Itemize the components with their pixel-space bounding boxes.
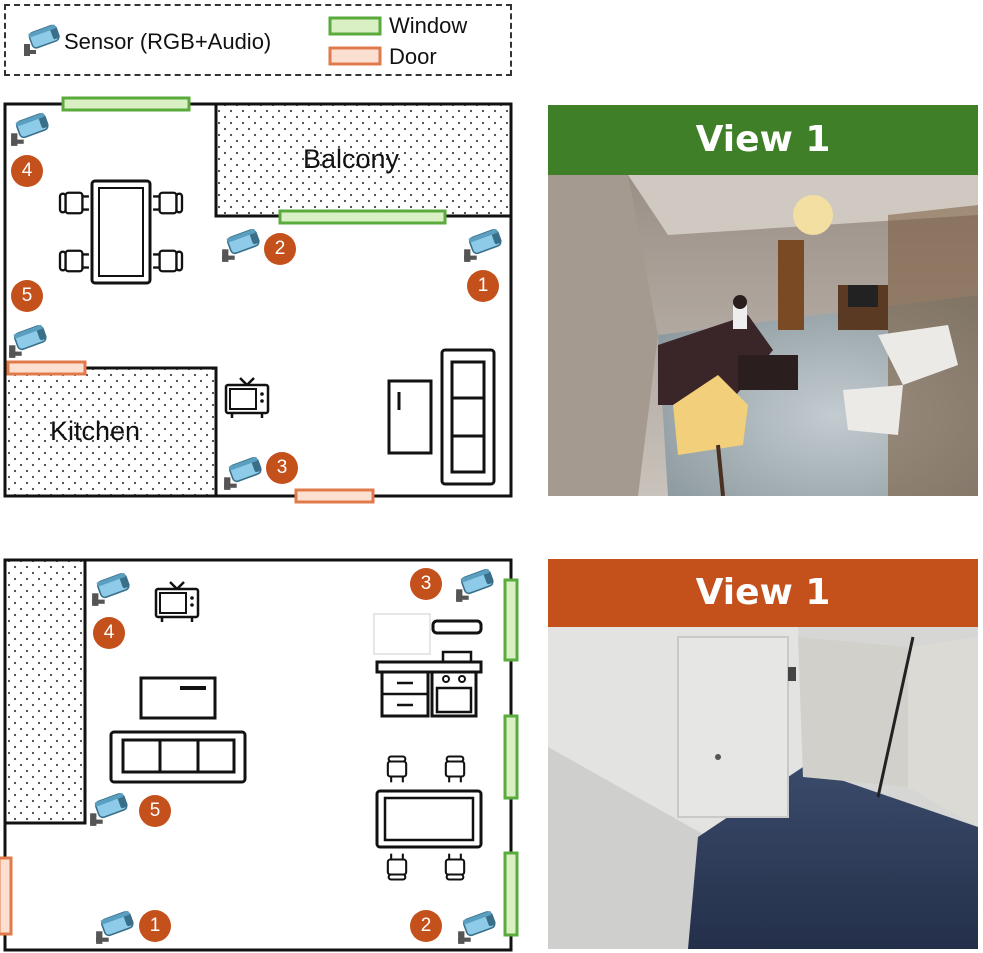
plan1-sensor-badge: 1	[467, 270, 499, 302]
plan1-window-top	[61, 96, 191, 112]
floor-plan-1	[3, 96, 513, 504]
plan1-kitchen-area	[3, 366, 218, 498]
plan2-sensor-badge: 2	[410, 910, 442, 942]
plan2-sensor-badge: 3	[410, 568, 442, 600]
plan1-door-kitchen	[6, 360, 87, 376]
legend-sensor-label: Sensor (RGB+Audio)	[64, 29, 272, 54]
legend-door-label: Door	[389, 44, 437, 69]
plan2-coffee-table	[139, 676, 217, 720]
legend-door-swatch	[328, 46, 382, 66]
plan1-kitchen-label: Kitchen	[50, 416, 141, 446]
view-bottom-title: View 1	[695, 572, 831, 613]
plan1-sensor-badge: 3	[266, 452, 298, 484]
plan1-balcony-label: Balcony	[303, 144, 400, 174]
view-top-header: View 1	[548, 105, 978, 175]
plan2-door-left	[0, 856, 13, 936]
view-top-photo	[548, 175, 978, 496]
floor-plan-2	[0, 558, 519, 952]
plan2-counter-top	[373, 613, 431, 655]
plan1-balcony-area	[214, 102, 513, 218]
view-top-title: View 1	[695, 119, 831, 160]
plan1-dining-table-top	[98, 187, 144, 277]
plan2-window-right	[503, 851, 519, 937]
plan1-door-bottom	[294, 488, 375, 504]
plan2-sensor-badge: 5	[139, 795, 171, 827]
plan1-sensor-badge: 5	[11, 280, 43, 312]
plan1-fridge	[387, 379, 433, 455]
legend-window-swatch	[328, 16, 382, 36]
view-bottom-header: View 1	[548, 559, 978, 627]
plan1-sensor-badge: 4	[11, 155, 43, 187]
plan2-window-right	[503, 714, 519, 800]
view-bottom-photo	[548, 627, 978, 949]
legend-box	[4, 4, 512, 76]
plan2-sensor-badge: 4	[93, 617, 125, 649]
plan2-range-hood	[431, 619, 483, 635]
plan2-tv-icon	[154, 580, 200, 624]
plan2-dotted-area	[3, 558, 87, 825]
plan1-tv-icon	[224, 376, 270, 420]
plan1-window-balcony	[278, 209, 447, 225]
plan1-sensor-badge: 2	[264, 233, 296, 265]
plan2-sensor-badge: 1	[139, 910, 171, 942]
legend-window-label: Window	[389, 13, 468, 38]
plan2-window-right	[503, 578, 519, 662]
